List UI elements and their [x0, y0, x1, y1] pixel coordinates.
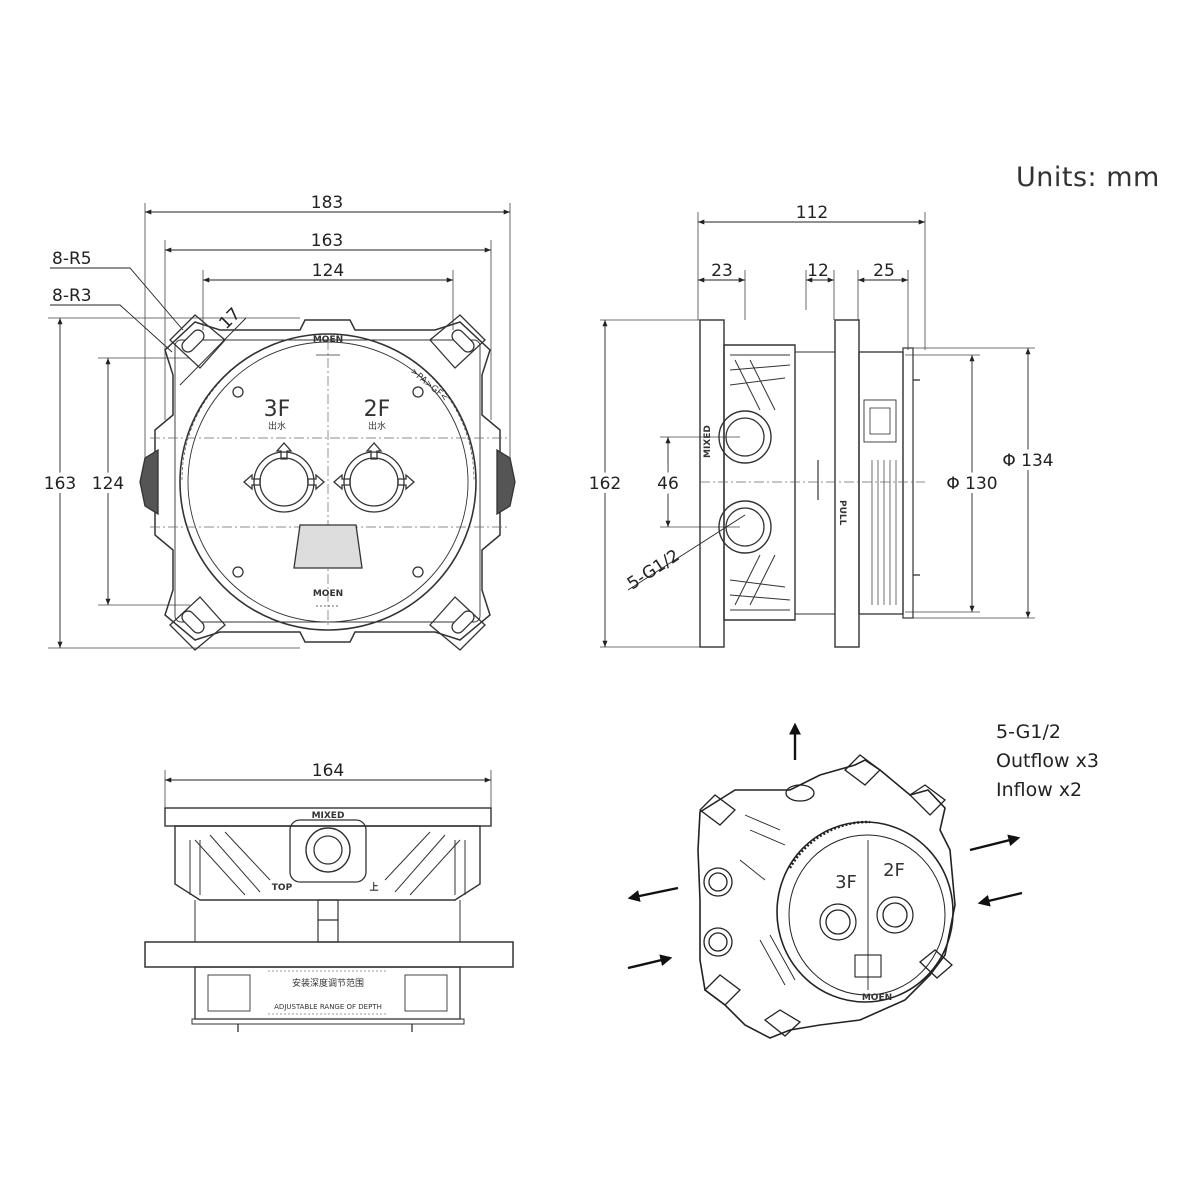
side-dimension-lines: [602, 219, 1031, 647]
side-mixed-mark: MIXED: [703, 425, 713, 458]
iso-port-left: [819, 903, 857, 941]
arrow-left-inflow: [627, 954, 673, 970]
dim-width-mid: 163: [311, 231, 343, 251]
front-main-ring: [179, 333, 477, 631]
bottom-body: [174, 825, 481, 901]
brand-bottom-mark: MOEN: [313, 589, 343, 599]
iso-brand-mark: MOEN: [862, 993, 892, 1003]
outlet-3f-label: 3F: [264, 397, 291, 422]
side-rear-plate: [834, 319, 860, 648]
front-mounting-ears: [169, 314, 486, 651]
dim-height-overall: 163: [44, 474, 76, 494]
iso-top-port: [785, 784, 815, 802]
dim-diameter-outer: Φ 134: [1002, 451, 1053, 471]
bottom-top-mark-cn: 上: [369, 881, 378, 893]
arrow-left-outflow: [627, 886, 679, 902]
front-handle-block: [293, 524, 363, 569]
bottom-ribs: [189, 831, 466, 896]
front-dimension-lines: [50, 209, 510, 648]
spec-outflow: Outflow x3: [996, 750, 1099, 772]
dim-depth-front: 23: [711, 261, 733, 281]
flow-marker: >PA>GF<: [408, 367, 450, 404]
arrow-right-outflow: [969, 834, 1021, 852]
side-front-plate: [699, 319, 725, 648]
dim-chamfer: 17: [215, 304, 244, 333]
dim-width-inner: 124: [312, 261, 344, 281]
dim-side-height: 162: [589, 474, 621, 494]
port-callout: 5-G1/2: [624, 546, 684, 594]
dim-depth-mid: 12: [807, 261, 829, 281]
iso-flow-arrows: [627, 722, 1023, 970]
dim-depth-overall: 112: [796, 203, 828, 223]
side-cartridge: [858, 351, 904, 615]
radius-outer-label: 8-R5: [52, 249, 92, 269]
bottom-view-labels: 164 MIXED TOP 上 安装深度调节范围 ADJUSTABLE RANG…: [272, 761, 382, 1011]
iso-outlet-3f-label: 3F: [835, 872, 857, 893]
spec-thread: 5-G1/2: [996, 721, 1061, 743]
iso-side-port-upper: [703, 867, 733, 897]
dim-diameter-inner: Φ 130: [946, 474, 997, 494]
arrow-right-inflow: [977, 891, 1023, 907]
bottom-depth-label-cn: 安装深度调节范围: [292, 977, 364, 989]
bottom-mounting-flange: [144, 941, 514, 968]
dim-depth-rear: 25: [873, 261, 895, 281]
iso-view: [627, 722, 1023, 1039]
brand-top-mark: MOEN: [313, 335, 343, 345]
outlet-2f-sub: 出水: [368, 420, 386, 432]
bottom-view: [144, 770, 514, 1032]
side-pull-mark: PULL: [837, 500, 847, 526]
dim-height-inner: 124: [92, 474, 124, 494]
side-view-labels: 112 23 12 25 162 46 Φ 130 Φ 134 5-G1/2 M…: [585, 203, 1058, 594]
dim-bottom-width: 164: [312, 761, 344, 781]
radius-inner-label: 8-R3: [52, 286, 92, 306]
side-view: [600, 212, 1035, 648]
iso-view-labels: MOEN 3F 2F: [835, 860, 905, 1003]
port-spec-note: 5-G1/2 Outflow x3 Inflow x2: [996, 718, 1099, 805]
side-thread-lines: [871, 460, 897, 605]
front-ports: [243, 442, 415, 513]
iso-side-port-lower: [703, 927, 733, 957]
iso-port-right: [876, 896, 914, 934]
outlet-2f-label: 2F: [364, 397, 391, 422]
dim-port-spacing: 46: [657, 474, 679, 494]
side-body: [723, 344, 796, 621]
spec-inflow: Inflow x2: [996, 779, 1083, 801]
front-flange-outline: [154, 319, 501, 643]
iso-main-ring: [776, 821, 954, 1003]
outlet-3f-sub: 出水: [268, 420, 286, 432]
bottom-port: [305, 827, 351, 873]
front-side-knobs: [139, 448, 516, 516]
front-center-lines: [150, 340, 510, 625]
iso-outlet-2f-label: 2F: [883, 860, 905, 881]
side-ribs: [729, 354, 791, 611]
bottom-top-mark: TOP: [272, 883, 293, 893]
bottom-depth-label-en: ADJUSTABLE RANGE OF DEPTH: [274, 1003, 382, 1011]
dim-width-overall: 183: [311, 193, 343, 213]
iso-mounting-ears: [699, 754, 953, 1037]
bottom-mixed-mark: MIXED: [312, 811, 345, 821]
front-view: [48, 203, 516, 651]
units-label: Units: mm: [1016, 162, 1160, 193]
front-view-labels: 183 163 124 163 124 17 8-R5 8-R3 MOEN MO…: [40, 193, 450, 599]
side-ports: [718, 410, 772, 554]
